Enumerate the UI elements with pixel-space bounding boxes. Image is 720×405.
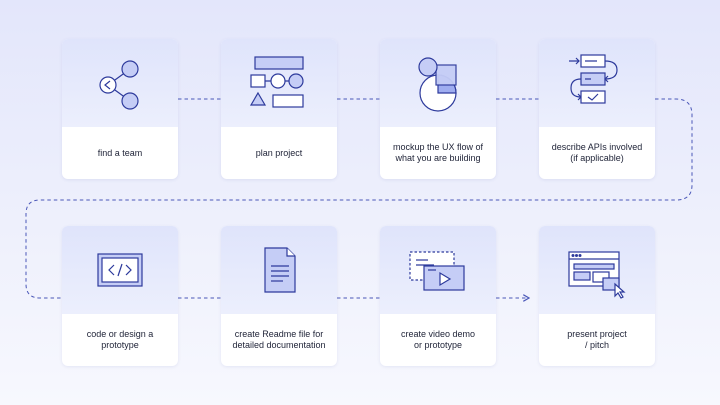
step-label: plan project: [255, 147, 303, 158]
document-icon: [264, 247, 296, 293]
step-card-illustration: [62, 226, 178, 314]
step-label: describe APIs involved (if applicable): [551, 142, 643, 163]
step-label: create Readme file for detailed document…: [232, 329, 326, 350]
step-card-illustration: [539, 39, 655, 127]
step-card-describe-apis: describe APIs involved (if applicable): [539, 39, 655, 179]
video-player-icon: [409, 251, 465, 291]
step-card-illustration: [380, 226, 496, 314]
step-card-readme: create Readme file for detailed document…: [221, 226, 337, 366]
step-card-mockup-ux: mockup the UX flow of what you are build…: [380, 39, 496, 179]
step-card-code-prototype: code or design a prototype: [62, 226, 178, 366]
step-card-illustration: [380, 39, 496, 127]
shapes-mockup-icon: [418, 57, 457, 112]
team-nodes-icon: [99, 60, 139, 110]
step-label: mockup the UX flow of what you are build…: [392, 142, 484, 163]
step-card-find-team: find a team: [62, 39, 178, 179]
step-card-present-pitch: present project / pitch: [539, 226, 655, 366]
step-label: code or design a prototype: [86, 329, 154, 350]
step-card-illustration: [221, 226, 337, 314]
step-card-video-demo: create video demo or prototype: [380, 226, 496, 366]
step-card-illustration: [539, 226, 655, 314]
api-flow-icon: [569, 54, 618, 104]
step-card-plan-project: plan project: [221, 39, 337, 179]
code-window-icon: [97, 253, 143, 287]
step-label: present project / pitch: [567, 329, 627, 350]
connector-4-5-wrap: [25, 98, 693, 299]
step-card-illustration: [221, 39, 337, 127]
step-label: create video demo or prototype: [400, 329, 476, 350]
step-label: find a team: [97, 147, 143, 158]
presentation-window-icon: [568, 251, 626, 299]
step-card-illustration: [62, 39, 178, 127]
flowchart-icon: [249, 56, 304, 108]
